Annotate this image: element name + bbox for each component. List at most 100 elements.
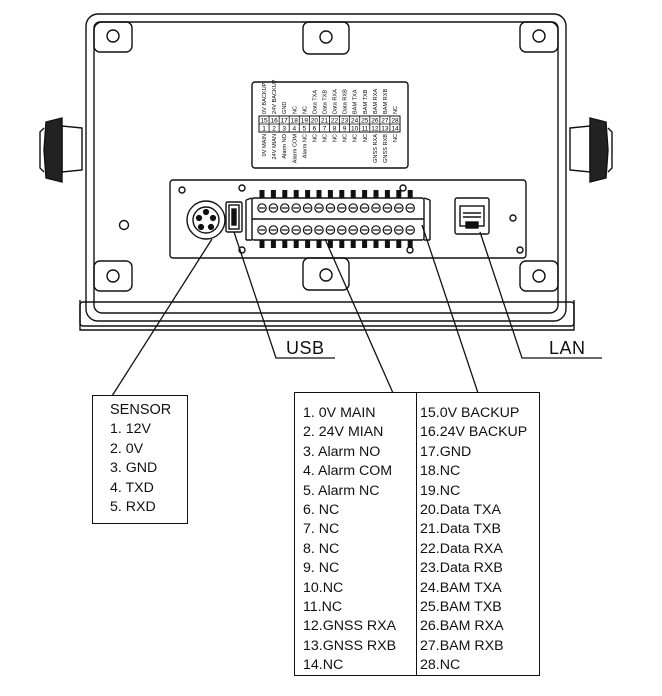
terminal-item: 27.BAM RXB <box>420 637 504 654</box>
label-bottom-number: 11 <box>361 126 368 133</box>
label-top-name: BAM TXB <box>363 89 369 114</box>
terminal-item: 13.GNSS RXB <box>303 637 397 654</box>
left-mounting-knob <box>39 117 83 183</box>
terminal-item: 5. Alarm NC <box>303 482 380 499</box>
terminal-pin <box>305 190 311 198</box>
terminal-pin <box>407 240 413 248</box>
sensor-connector <box>186 200 226 240</box>
screw-hole <box>118 219 130 231</box>
terminal-item: 10.NC <box>303 579 344 596</box>
label-bottom-name: NC <box>312 134 318 142</box>
usb-callout-label: USB <box>286 338 325 358</box>
terminal-item: 14.NC <box>303 657 344 674</box>
label-top-name: NC <box>292 106 298 114</box>
terminal-item: 8. NC <box>303 540 340 557</box>
terminal-pin <box>350 240 356 248</box>
label-bottom-name: GNSS RXB <box>383 134 389 163</box>
terminal-item: 16.24V BACKUP <box>420 424 528 441</box>
terminal-pin <box>270 240 276 248</box>
terminal-pinout-right: 15.0V BACKUP 16.24V BACKUP 17.GND 18.NC … <box>420 404 527 676</box>
label-bottom-number: 8 <box>333 126 337 133</box>
label-bottom-name: 24V MIAN <box>272 134 278 160</box>
label-bottom-number: 1 <box>262 126 266 133</box>
label-top-name: Data TXB <box>322 90 328 114</box>
usb-leader-line <box>233 231 335 359</box>
label-bottom-number: 12 <box>371 126 379 133</box>
label-top-number: 27 <box>381 118 389 125</box>
label-bottom-number: 2 <box>272 126 276 133</box>
label-bottom-name: NC <box>322 134 328 142</box>
terminal-item: 9. NC <box>303 560 340 577</box>
terminal-pin <box>282 240 288 248</box>
label-top-name: BAM RXA <box>373 89 379 114</box>
label-bottom-name: NC <box>333 134 339 142</box>
terminal-pin <box>396 240 402 248</box>
sensor-pin: 2. 0V <box>110 440 144 457</box>
terminal-pin <box>293 240 299 248</box>
terminal-screws <box>257 190 415 248</box>
terminal-pin <box>259 190 265 198</box>
label-top-number: 22 <box>331 118 339 125</box>
label-top-number: 28 <box>391 118 399 125</box>
terminal-right-leader <box>421 224 479 394</box>
terminal-item: 12.GNSS RXA <box>303 618 397 635</box>
label-bottom-name: NC <box>343 134 349 142</box>
terminal-item: 3. Alarm NO <box>303 443 381 460</box>
label-bottom-number: 3 <box>282 126 286 133</box>
label-top-number: 15 <box>260 118 268 125</box>
lan-callout-label: LAN <box>549 338 586 358</box>
terminal-pin <box>259 240 265 248</box>
corner-bracket-br <box>519 260 559 292</box>
terminal-item: 18.NC <box>420 463 461 480</box>
label-top-number: 20 <box>311 118 319 125</box>
label-top-name: BAM TXA <box>353 89 359 114</box>
corner-bracket-tm <box>302 21 350 55</box>
label-top-number: 24 <box>351 118 359 125</box>
terminal-item: 11.NC <box>303 599 343 616</box>
terminal-item: 1. 0V MAIN <box>303 405 376 421</box>
label-bottom-name: NC <box>393 134 399 142</box>
label-bottom-name: NC <box>363 134 369 142</box>
terminal-pin <box>373 240 379 248</box>
label-bottom-number: 5 <box>303 126 307 133</box>
label-bottom-number: 7 <box>323 126 327 133</box>
sensor-pin: 3. GND <box>110 460 158 477</box>
usb-port <box>225 201 243 233</box>
label-bottom-number: 9 <box>343 126 347 133</box>
terminal-item: 4. Alarm COM <box>303 463 393 480</box>
terminal-pin <box>339 190 345 198</box>
terminal-item: 24.BAM TXA <box>420 579 502 596</box>
terminal-pin <box>305 240 311 248</box>
terminal-pin <box>339 240 345 248</box>
terminal-item: 7. NC <box>303 521 340 538</box>
terminal-item: 23.Data RXB <box>420 560 503 577</box>
terminal-item: 6. NC <box>303 502 340 519</box>
terminal-item: 19.NC <box>420 482 461 499</box>
corner-bracket-tr <box>519 21 559 53</box>
lan-port <box>454 197 490 235</box>
sensor-pin: 4. TXD <box>110 479 154 496</box>
sensor-pin: 1. 12V <box>110 421 152 438</box>
label-bottom-name: GNSS RXA <box>373 134 379 163</box>
terminal-pin <box>373 190 379 198</box>
label-bottom-name: 0V MAIN <box>262 134 268 156</box>
label-bottom-name: Alarm COM <box>292 134 298 164</box>
label-top-name: BAM RXB <box>383 89 389 114</box>
terminal-pin <box>362 190 368 198</box>
corner-bracket-tl <box>93 21 133 53</box>
terminal-item: 20.Data TXA <box>420 502 501 519</box>
label-top-number: 19 <box>301 118 309 125</box>
terminal-pinout-left: 1. 0V MAIN 2. 24V MIAN 3. Alarm NO 4. Al… <box>303 404 396 676</box>
terminal-pin <box>282 190 288 198</box>
label-top-number: 18 <box>291 118 299 125</box>
label-bottom-number: 10 <box>351 126 359 133</box>
label-bottom-number: 13 <box>381 126 389 133</box>
terminal-item: 28.NC <box>420 657 461 674</box>
terminal-item: 17.GND <box>420 443 472 460</box>
sensor-pinout-list: SENSOR 1. 12V 2. 0V 3. GND 4. TXD 5. RXD <box>110 401 171 517</box>
terminal-pin <box>316 190 322 198</box>
terminal-pinout-box <box>294 392 540 676</box>
terminal-pin <box>384 190 390 198</box>
